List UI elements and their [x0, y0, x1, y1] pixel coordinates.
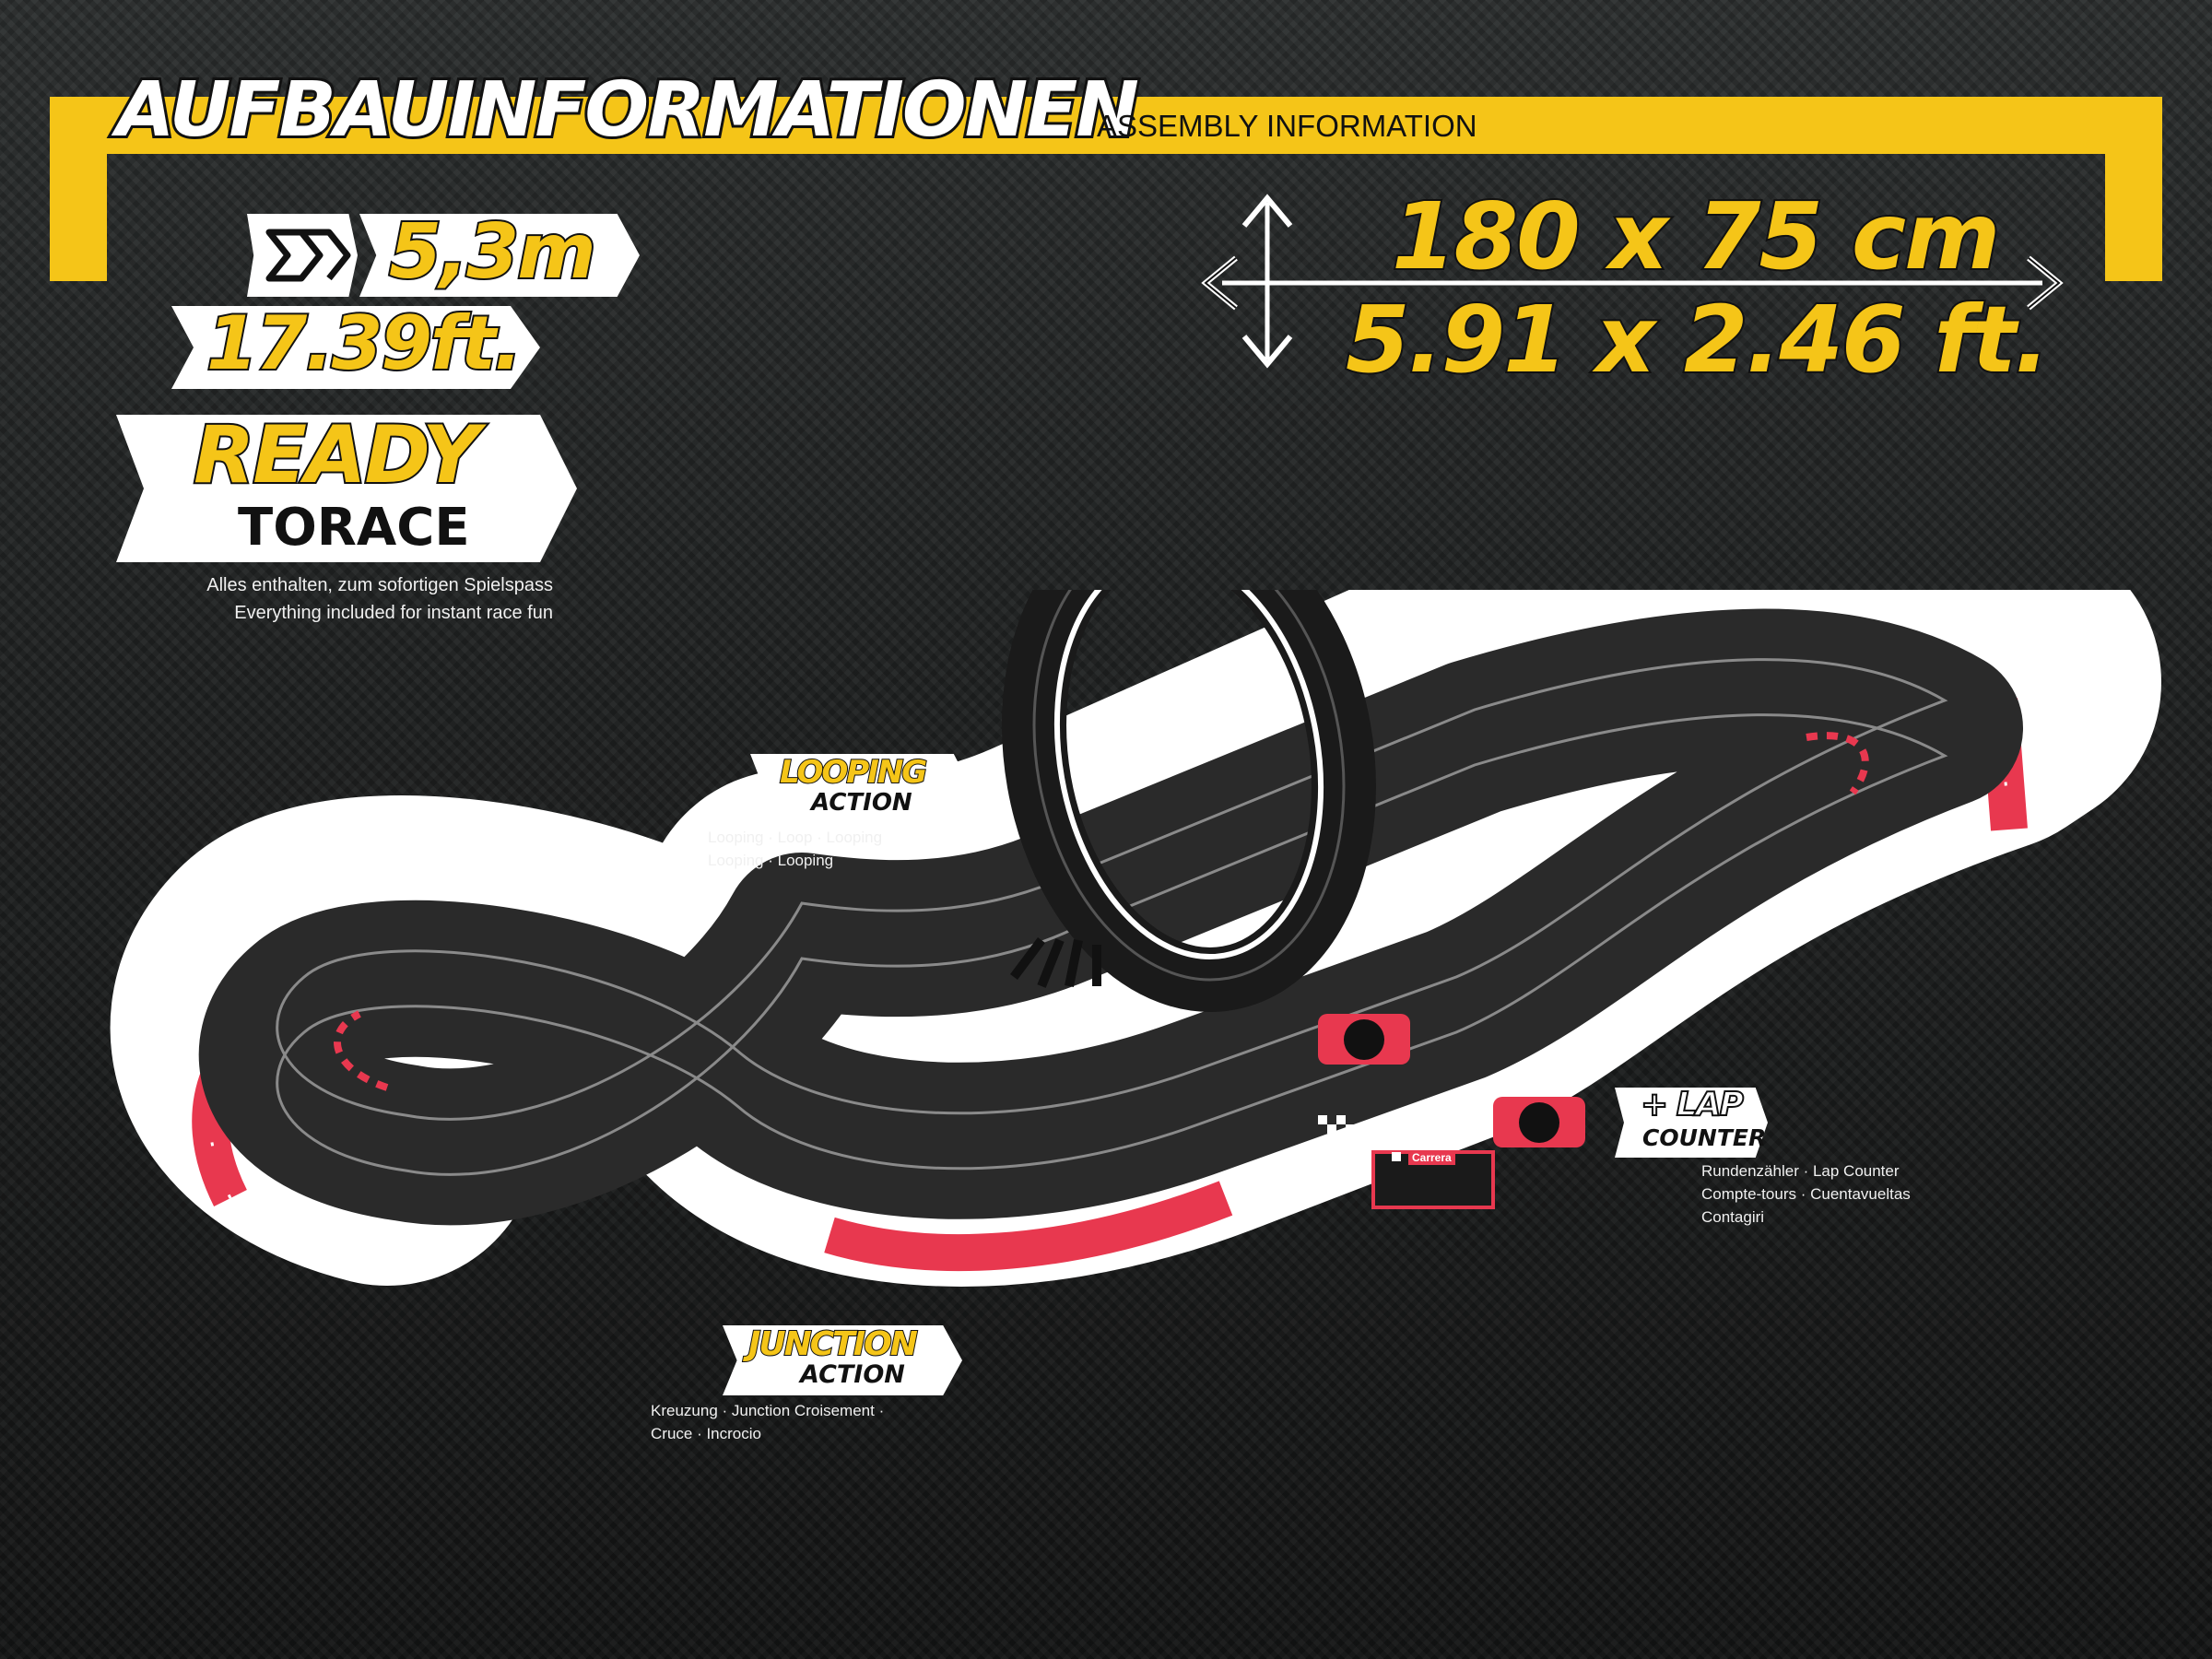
lap-counter-caption-line2: Compte-tours · Cuentavueltas — [1701, 1185, 1911, 1203]
double-chevron-icon — [251, 214, 361, 297]
length-imperial-box — [171, 306, 540, 389]
ready-title: READY — [192, 407, 482, 503]
looping-caption-line1: Looping · Loop · Looping — [708, 829, 883, 846]
page-title: AUFBAUINFORMATIONEN — [113, 64, 1142, 157]
length-metric-box — [359, 214, 640, 297]
controller-pad-1 — [1318, 1014, 1410, 1065]
junction-caption-line1: Kreuzung · Junction Croisement · — [651, 1402, 885, 1419]
looping-sub: ACTION — [811, 789, 912, 817]
ready-box — [116, 415, 577, 562]
junction-tag — [723, 1325, 962, 1395]
lap-counter-tag — [1615, 1088, 1768, 1158]
header-bar-left — [50, 97, 107, 281]
track-illustration — [0, 477, 2212, 1382]
looping-title: LOOPING — [779, 753, 928, 792]
header-bar-right — [2105, 97, 2162, 281]
page-subtitle: ASSEMBLY INFORMATION — [1097, 109, 1477, 143]
lap-counter-sub: COUNTER — [1642, 1124, 1767, 1151]
header-bar-top — [50, 97, 2162, 154]
junction-sub: ACTION — [800, 1360, 905, 1389]
junction-caption: Kreuzung · Junction Croisement · Cruce ·… — [651, 1399, 884, 1445]
horizontal-double-arrow-icon — [1194, 241, 2070, 324]
dimensions-imperial: 5.91 x 2.46 ft. — [1344, 284, 2052, 395]
ready-caption: Alles enthalten, zum sofortigen Spielspa… — [147, 571, 553, 627]
junction-title: JUNCTION — [747, 1324, 919, 1364]
lap-counter-caption-line1: Rundenzähler · Lap Counter — [1701, 1162, 1900, 1180]
ready-caption-en: Everything included for instant race fun — [234, 603, 553, 623]
controller-pad-2 — [1493, 1097, 1585, 1147]
length-metric: 5,3m — [387, 206, 598, 298]
header-frame — [50, 97, 2162, 281]
vertical-double-arrow-icon — [1235, 189, 1300, 373]
lap-counter-caption-line3: Contagiri — [1701, 1208, 1765, 1226]
lap-counter-caption: Rundenzähler · Lap Counter Compte-tours … — [1701, 1159, 1911, 1229]
ready-caption-de: Alles enthalten, zum sofortigen Spielspa… — [206, 575, 553, 595]
lap-counter-brand-label: Carrera — [1408, 1150, 1455, 1165]
ready-subtitle: TORACE — [238, 498, 470, 558]
looping-caption-line2: Looping · Looping — [708, 852, 834, 869]
length-imperial: 17.39ft. — [205, 299, 524, 388]
lap-counter-title: + LAP — [1640, 1085, 1745, 1124]
junction-caption-line2: Cruce · Incrocio — [651, 1425, 761, 1442]
looping-caption: Looping · Loop · Looping Looping · Loopi… — [708, 826, 882, 872]
length-icon-box — [247, 214, 358, 297]
looping-tag — [750, 754, 971, 822]
dimensions-metric: 180 x 75 cm — [1390, 181, 2002, 292]
